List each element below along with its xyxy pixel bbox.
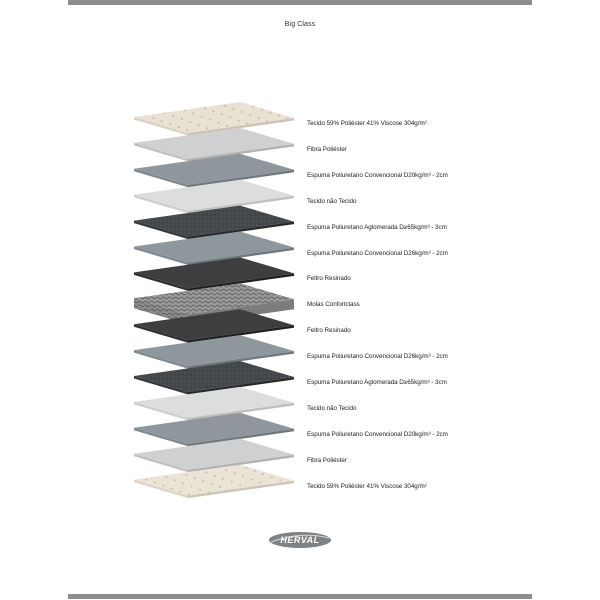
herval-logo-badge [269, 532, 331, 548]
layer-label: Espuma Poliuretano Convencional D20kg/m³… [307, 430, 448, 438]
layer-side [188, 195, 294, 214]
layer-front [134, 401, 188, 421]
herval-logo-text: HERVAL [280, 535, 320, 545]
layer-label: Espuma Poliuretano Aglomerada D≥65kg/m³ … [307, 223, 447, 231]
layer-front [134, 194, 188, 214]
layer-label: Tecido 59% Poliéster 41% Viscose 304g/m² [307, 482, 427, 490]
layer-label: Tecido não Tecido [307, 197, 357, 205]
layer-slab [134, 257, 294, 289]
layer-slab [134, 309, 294, 341]
layer-texture [134, 283, 294, 315]
layer-texture [134, 464, 294, 496]
layer-front [134, 168, 188, 188]
layer-slab [134, 231, 294, 263]
layer-side [188, 169, 294, 188]
layer-label: Fibra Poliéster [307, 145, 347, 153]
layer-front [134, 427, 188, 447]
layer-side [188, 325, 294, 343]
layer-side [188, 221, 294, 240]
bottom-border-bar [68, 594, 532, 599]
layer-side [188, 351, 294, 369]
layer-side [188, 377, 294, 395]
layer-side [188, 428, 294, 447]
layer-front [134, 479, 188, 499]
layer-label: Molas Confortclass [307, 301, 360, 309]
layer-slab [134, 153, 294, 185]
layer-label: Tecido 59% Poliéster 41% Viscose 304g/m² [307, 120, 427, 127]
layer-side [188, 454, 294, 473]
layer-front [134, 453, 188, 473]
spring-coils [134, 298, 188, 325]
herval-logo: HERVAL [268, 529, 332, 556]
layer-slab [134, 386, 294, 418]
layer-front [134, 324, 188, 343]
layer-front [134, 142, 188, 162]
page-title: Big Class [284, 21, 316, 28]
layer-label: Espuma Poliuretano Convencional D20kg/m³… [307, 171, 448, 179]
top-border-bar [68, 0, 532, 5]
layer-front [134, 117, 188, 136]
layer-slab [134, 412, 294, 444]
layer-front [134, 350, 188, 369]
layer-slab [134, 179, 294, 211]
layer-label: Tecido não Tecido [307, 404, 357, 412]
layer-slab [134, 127, 294, 159]
layer-front [134, 220, 188, 240]
layer-side [188, 402, 294, 421]
layer-texture [134, 361, 294, 392]
layer-label: Espuma Poliuretano Convencional D26kg/m³… [307, 353, 448, 361]
layer-front [134, 376, 188, 395]
layer-side [188, 247, 294, 265]
layer-side [188, 480, 294, 499]
layer-slab [134, 438, 294, 470]
layer-slab [134, 335, 294, 367]
layer-label: Espuma Poliuretano Aglomerada D≥65kg/m³ … [307, 379, 447, 386]
layer-side [188, 143, 294, 162]
layer-label: Feltro Resinado [307, 327, 351, 335]
layer-side [188, 273, 294, 291]
layer-texture [134, 102, 294, 133]
layer-front [134, 272, 188, 291]
layer-label: Fibra Poliéster [307, 456, 347, 464]
layer-texture [134, 205, 294, 237]
layer-side [188, 118, 294, 136]
layer-front [134, 246, 188, 265]
layer-label: Espuma Poliuretano Convencional D26kg/m³… [307, 249, 448, 257]
layer-label: Feltro Resinado [307, 275, 351, 283]
